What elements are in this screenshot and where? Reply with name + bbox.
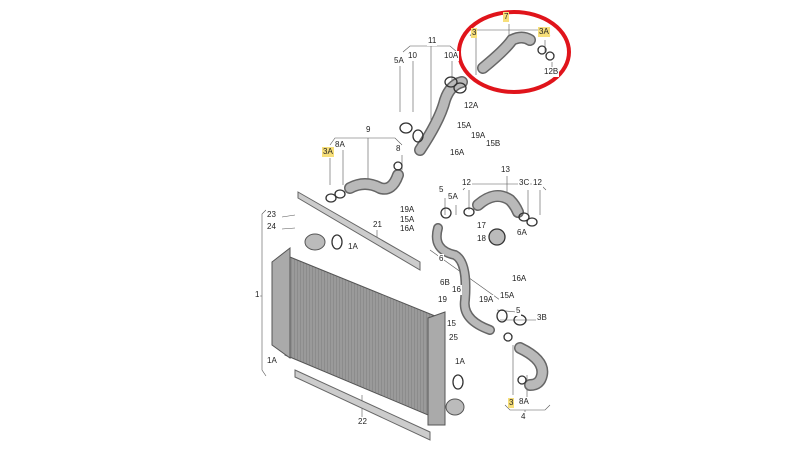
part-label: 16A [511,274,528,284]
part-label: 3A [538,27,550,37]
part-label: 8 [395,144,402,154]
part-label: 12A [463,101,480,111]
part-label: 5 [515,306,522,316]
part-label: 25 [448,333,459,343]
part-label: 15B [485,139,502,149]
part-label: 19A [470,131,487,141]
charge-air-cooler [271,233,465,426]
part-label: 19A [399,205,416,215]
part-label: 3B [536,313,548,323]
part-label: 6 [438,254,445,264]
part-label: 1A [454,357,466,367]
part-label: 15A [399,215,416,225]
part-label: 3C [518,178,531,188]
part-label: 13 [500,165,511,175]
part-label: 23 [266,210,277,220]
part-label: 10A [443,51,460,61]
part-label: 6A [516,228,528,238]
part-label: 12 [532,178,543,188]
part-label: 24 [266,222,277,232]
air-guide-strips [294,191,431,441]
part-label: 7 [503,12,510,22]
part-label: 6B [439,278,451,288]
part-label: 5A [447,192,459,202]
part-label: 17 [476,221,487,231]
hoses [344,31,549,391]
part-label: 16A [399,224,416,234]
part-label: 1A [266,356,278,366]
part-label: 3 [471,28,478,38]
part-label: 11 [427,36,438,46]
part-label: 15A [456,121,473,131]
part-label: 5A [393,56,405,66]
part-label: 16A [449,148,466,158]
part-label: 12B [543,67,560,77]
part-label: 22 [357,417,368,427]
part-label: 18 [476,234,487,244]
part-label: 15 [446,319,457,329]
part-label: 4 [520,412,527,422]
part-label: 8A [518,397,530,407]
part-label: 5 [438,185,445,195]
part-label: 1A [347,242,359,252]
part-label: 8A [334,140,346,150]
part-label: 1 [254,290,261,300]
part-label: 19A [478,295,495,305]
part-label: 3 [508,398,515,408]
part-label: 9 [365,125,372,135]
part-label: 19 [437,295,448,305]
part-label: 12 [461,178,472,188]
part-label: 3A [322,147,334,157]
part-label: 16 [451,285,462,295]
part-label: 10 [407,51,418,61]
o-rings-and-clamps [325,45,555,390]
part-label: 15A [499,291,516,301]
part-label: 21 [372,220,383,230]
highlight-circle [457,10,571,94]
